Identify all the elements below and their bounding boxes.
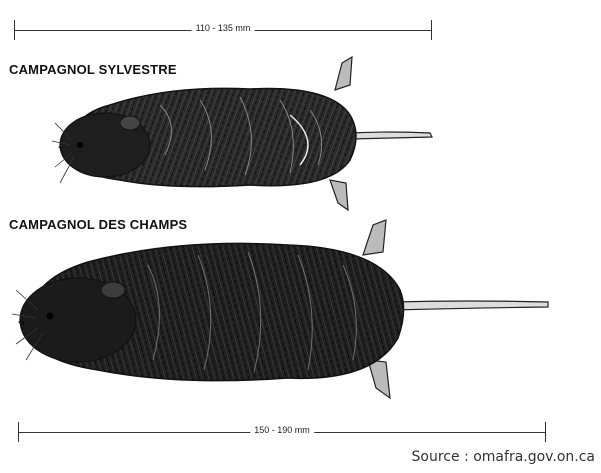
bottom-dimension-label: 150 - 190 mm [250,425,314,435]
bottom-dimension-line: 150 - 190 mm [18,422,546,442]
top-dimension-right-tick [431,20,432,40]
vole-sylvestre-ear [120,116,140,130]
vole-sylvestre-illustration [50,45,440,220]
source-caption: Source : omafra.gov.on.ca [412,449,595,465]
top-dimension-left-tick [14,20,15,40]
top-dimension-line: 110 - 135 mm [14,20,432,40]
top-dimension-label: 110 - 135 mm [192,23,255,33]
vole-champs-hind-leg-top [363,220,386,255]
bottom-dimension-right-tick [545,422,546,442]
vole-sylvestre-hind-leg-bottom [330,180,348,210]
vole-champs-eye [47,313,54,320]
vole-sylvestre-eye [77,142,83,148]
bottom-dimension-left-tick [18,422,19,442]
vole-champs-hind-leg-bottom [368,360,390,398]
vole-sylvestre-hind-leg-top [335,57,352,90]
vole-sylvestre-tail [350,132,432,139]
vole-champs-tail [393,301,548,310]
vole-champs-ear [101,282,125,298]
vole-champs-illustration [8,210,553,410]
